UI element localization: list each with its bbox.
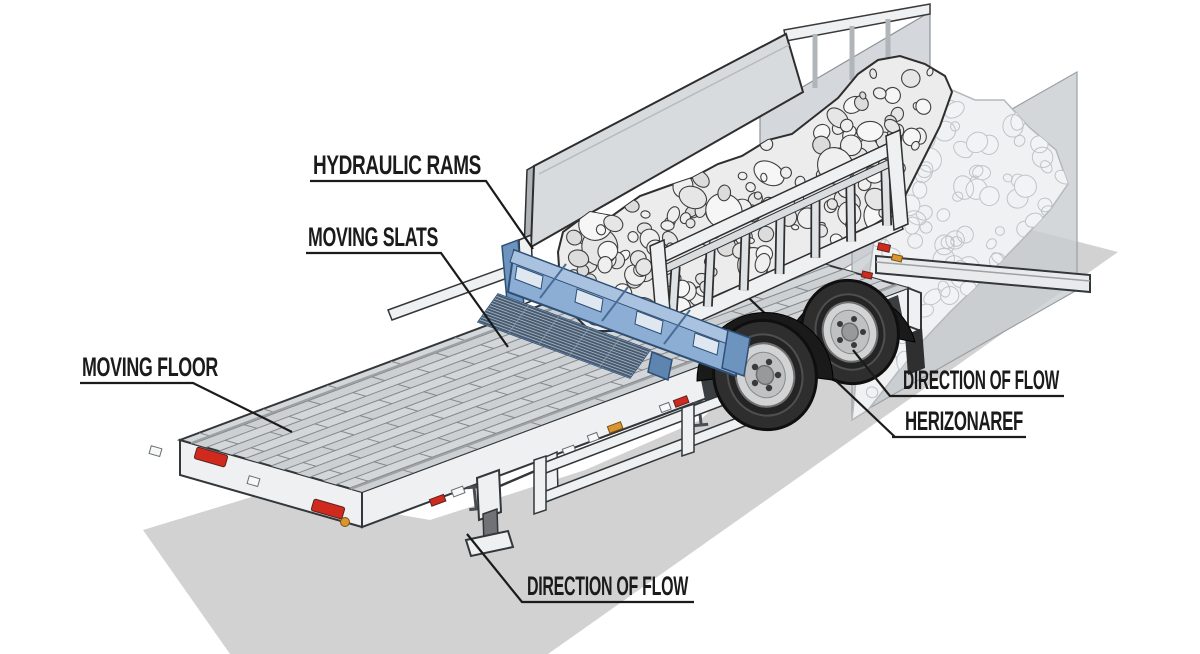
- hydraulic-ram-assembly: [476, 238, 751, 382]
- callout-hydraulic-rams-label: HYDRAULIC RAMS: [313, 150, 481, 180]
- ram-right-block: [721, 328, 751, 378]
- front-marker-white-1: [148, 445, 163, 458]
- side-marker-white-1: [450, 485, 466, 498]
- landing-gear-leg-upper: [475, 468, 503, 522]
- rear-bumper-edge: [875, 261, 1091, 282]
- bulkhead-inner-line: [538, 44, 790, 175]
- callout-direction-of-flow-bottom: DIRECTION OF FLOW: [466, 533, 694, 604]
- tail-light-red-2: [860, 270, 874, 280]
- front-marker-amber: [340, 517, 350, 527]
- callout-direction-of-flow-bottom-label: DIRECTION OF FLOW: [527, 571, 689, 601]
- front-bulkhead: [529, 32, 805, 249]
- side-guard-post-mid: [681, 402, 695, 458]
- callout-moving-slats-leader: [306, 251, 509, 348]
- side-marker-amber-1: [606, 421, 624, 434]
- callout-moving-slats: MOVING SLATS: [306, 222, 509, 348]
- rear-bumper-beam: [875, 254, 1091, 294]
- callout-direction-of-flow-right-leader: [852, 349, 1064, 398]
- wheel-rear: [800, 278, 900, 386]
- side-marker-red-2: [672, 395, 690, 408]
- callouts: HYDRAULIC RAMS MOVING SLATS MOVING FLOOR…: [80, 150, 1064, 604]
- ram-lightening-holes: [514, 265, 720, 356]
- ram-braces: [539, 263, 691, 345]
- tail-lights: [860, 242, 904, 280]
- cargo: [476, 32, 954, 382]
- slat-drive-mesh: [476, 293, 652, 379]
- side-marker-white-4: [658, 401, 672, 414]
- ram-pedestal: [647, 350, 673, 382]
- front-reflector-red-2: [310, 498, 346, 520]
- callout-moving-floor-label: MOVING FLOOR: [82, 352, 218, 382]
- tail-light-amber: [890, 253, 904, 263]
- tail-light-red-1: [876, 242, 892, 253]
- front-reflector-red-1: [193, 446, 229, 468]
- callout-direction-of-flow-right-label: DIRECTION OF FLOW: [903, 365, 1060, 395]
- landing-gear-foot: [464, 529, 515, 558]
- callout-moving-floor-leader: [80, 381, 293, 433]
- rear-bumper: [875, 254, 1091, 294]
- callout-hydraulic-rams: HYDRAULIC RAMS: [310, 150, 534, 250]
- trailer: [148, 32, 1091, 558]
- callout-herizonaref: HERIZONAREF: [892, 406, 1026, 439]
- callout-direction-of-flow-right: DIRECTION OF FLOW: [852, 349, 1064, 398]
- side-guard-post-left: [533, 454, 547, 516]
- callout-herizonaref-label: HERIZONAREF: [905, 406, 1023, 436]
- callout-moving-floor: MOVING FLOOR: [80, 352, 293, 433]
- callout-hydraulic-rams-leader: [310, 179, 534, 250]
- callout-moving-slats-label: MOVING SLATS: [308, 222, 438, 252]
- callout-direction-of-flow-bottom-leader: [466, 533, 694, 604]
- wall-rear-corner-post: [885, 128, 909, 232]
- side-marker-red-1: [428, 493, 447, 507]
- trailer-rear-face: [907, 286, 922, 333]
- side-marker-white-3: [586, 431, 600, 444]
- front-marker-white-2: [246, 475, 261, 488]
